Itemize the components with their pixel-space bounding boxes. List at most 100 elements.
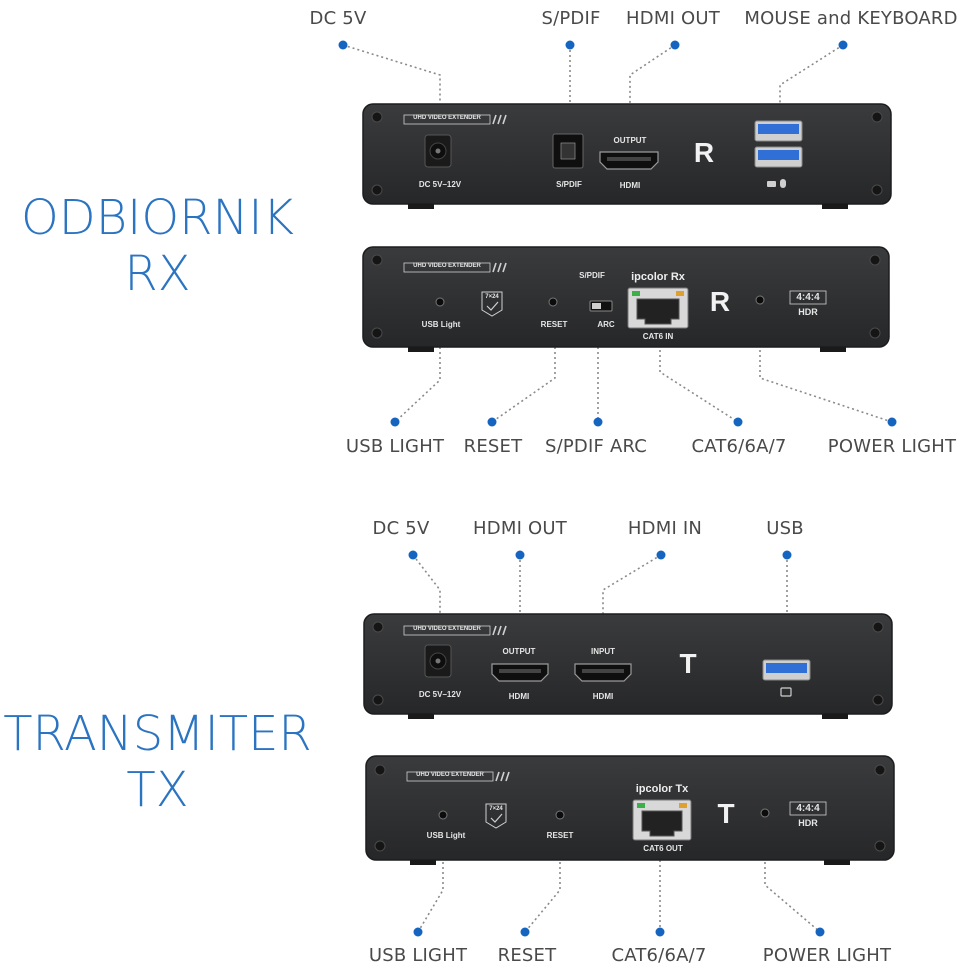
callout-rx-spdif-arc: S/PDIF ARC: [544, 436, 648, 457]
rx-back-panel: [362, 103, 892, 209]
tx-front-chroma: 4:4:4: [796, 803, 820, 814]
badge-724-icon: [485, 803, 507, 829]
tx-title-line1: TRANSMITER: [3, 706, 312, 762]
rx-title: ODBIORNIK RX: [10, 190, 305, 302]
rx-front-spdif-label: S/PDIF: [579, 271, 605, 280]
screw-group: [374, 764, 886, 852]
rx-front-letter: R: [709, 286, 731, 317]
callout-rx-dc-5v: DC 5V: [309, 8, 367, 29]
usb-light-led-icon: [438, 810, 448, 820]
rx-front-usb-light-label: USB Light: [421, 320, 461, 329]
rx-front-arc-label: ARC: [597, 320, 615, 329]
rx-front-badge: UHD VIDEO EXTENDER: [413, 263, 481, 269]
screw-group: [371, 254, 881, 339]
callout-rx-spdif: S/PDIF: [541, 8, 601, 29]
badge-slashes: [492, 625, 507, 636]
callout-tx-hdmi-in: HDMI IN: [627, 518, 703, 539]
usb-device-icon: [780, 687, 792, 697]
dot-rx-hdmi: [670, 40, 680, 50]
callout-tx-hdmi-out: HDMI OUT: [473, 518, 567, 539]
rx-back-hdmi-label: HDMI: [619, 181, 641, 190]
rx-front-panel: [362, 246, 890, 352]
dot-rx-power: [887, 417, 897, 427]
rx-title-line1: ODBIORNIK: [21, 190, 294, 246]
rx-front-brand: ipcolor Rx: [631, 271, 685, 283]
tx-front-letter: T: [717, 798, 735, 829]
badge-slashes: [492, 262, 507, 273]
tx-back-letter: T: [679, 648, 697, 679]
power-light-led-icon: [755, 295, 765, 305]
power-light-led-icon: [760, 808, 770, 818]
dot-tx-reset: [520, 927, 530, 937]
dot-tx-hdmiout: [515, 550, 525, 560]
rx-front-hdr: HDR: [798, 307, 818, 317]
tx-front-badge: UHD VIDEO EXTENDER: [416, 772, 484, 778]
badge-frame: [403, 262, 491, 273]
tx-front-hdr: HDR: [798, 818, 818, 828]
reset-button-icon: [548, 297, 558, 307]
badge-frame: [406, 771, 494, 782]
dot-tx-cat6: [655, 927, 665, 937]
rx-back-output-label: OUTPUT: [613, 136, 647, 145]
chroma-badge-frame: [789, 801, 827, 816]
dot-rx-dc: [338, 40, 348, 50]
callout-rx-mouse-keyboard: MOUSE and KEYBOARD: [744, 8, 958, 29]
tx-back-output-label: OUTPUT: [502, 647, 536, 656]
tx-front-panel: [365, 755, 895, 865]
callout-tx-dc-5v: DC 5V: [372, 518, 430, 539]
rx-back-letter: R: [693, 137, 715, 168]
tx-front-brand: ipcolor Tx: [635, 783, 689, 795]
tx-front-cat6-label: CAT6 OUT: [643, 844, 683, 853]
dot-tx-power: [815, 927, 825, 937]
callout-tx-cat6: CAT6/6A/7: [611, 945, 707, 966]
rx-front-724-label: 7×24: [485, 294, 499, 300]
dot-tx-usblight: [413, 927, 423, 937]
rx-front-reset-label: RESET: [540, 320, 568, 329]
chroma-badge-frame: [789, 290, 827, 305]
badge-frame: [403, 625, 491, 636]
callout-tx-power-light: POWER LIGHT: [762, 945, 892, 966]
tx-front-724-label: 7×24: [489, 806, 503, 812]
dot-rx-usblight: [390, 417, 400, 427]
reset-button-icon: [555, 810, 565, 820]
rx-back-dc-label: DC 5V–12V: [418, 180, 462, 189]
leader-tx-power: [764, 812, 821, 933]
tx-back-hdmi-out-label: HDMI: [508, 692, 530, 701]
screw-group: [372, 621, 884, 706]
dot-rx-usb: [838, 40, 848, 50]
dot-tx-usb: [782, 550, 792, 560]
tx-back-panel: [363, 613, 893, 719]
dot-rx-arc: [593, 417, 603, 427]
tx-title: TRANSMITER TX: [0, 706, 315, 818]
tx-back-hdmi-in-label: HDMI: [592, 692, 614, 701]
dot-rx-spdif: [565, 40, 575, 50]
callout-rx-power-light: POWER LIGHT: [827, 436, 957, 457]
mouse-keyboard-icon: [767, 179, 786, 188]
dot-tx-hdmiin: [656, 550, 666, 560]
rx-front-cat6-label: CAT6 IN: [642, 332, 674, 341]
dot-tx-dc: [408, 550, 418, 560]
rx-back-spdif-label: S/PDIF: [556, 180, 582, 189]
callout-tx-reset: RESET: [497, 945, 557, 966]
tx-title-line2: TX: [126, 762, 189, 818]
dot-rx-cat6: [733, 417, 743, 427]
leader-rx-dc: [342, 44, 441, 140]
tx-back-dc-label: DC 5V–12V: [418, 690, 462, 699]
tx-back-badge: UHD VIDEO EXTENDER: [413, 626, 481, 632]
tx-front-reset-label: RESET: [546, 831, 574, 840]
usb-light-led-icon: [435, 297, 445, 307]
callout-dots: [338, 40, 897, 937]
tx-front-usb-light-label: USB Light: [426, 831, 466, 840]
badge-frame: [403, 114, 491, 125]
callout-tx-usb: USB: [766, 518, 804, 539]
callout-rx-usb-light: USB LIGHT: [345, 436, 445, 457]
callout-rx-reset: RESET: [463, 436, 523, 457]
leader-rx-cat6: [659, 330, 739, 423]
callout-rx-hdmi-out: HDMI OUT: [626, 8, 720, 29]
screw-group: [371, 111, 883, 196]
callout-rx-cat6: CAT6/6A/7: [691, 436, 787, 457]
tx-back-input-label: INPUT: [591, 647, 615, 656]
badge-724-icon: [481, 291, 503, 317]
rx-title-line2: RX: [124, 246, 191, 302]
